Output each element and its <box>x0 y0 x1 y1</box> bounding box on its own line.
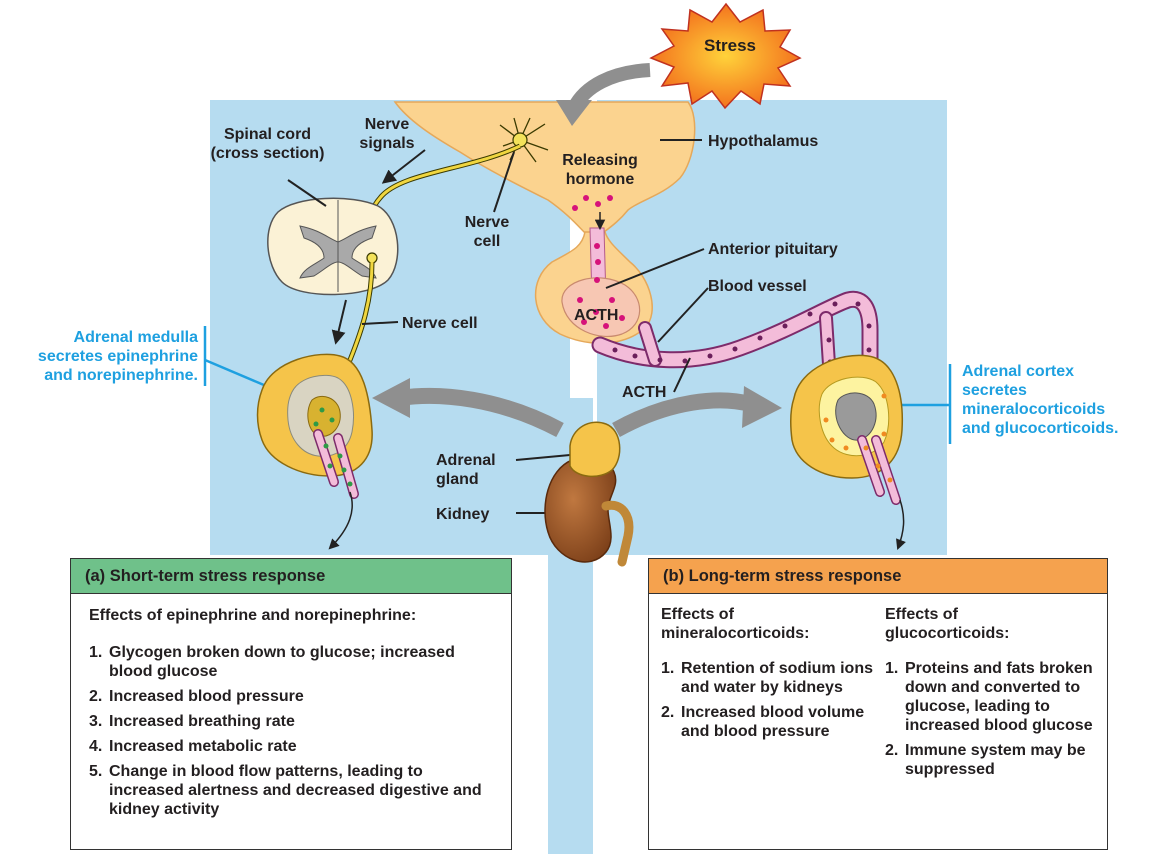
spinal-cord-label: Spinal cord (cross section) <box>210 126 325 162</box>
gluco-subtitle: Effects of glucocorticoids: <box>885 606 1010 642</box>
adrenal-medulla-callout: Adrenal medulla secretes epinephrine and… <box>37 329 198 384</box>
mineralocorticoid-column: Effects of mineralocorticoids: 1.Retenti… <box>661 605 875 747</box>
short-term-list: 1.Glycogen broken down to glucose; incre… <box>89 643 497 819</box>
ureter <box>601 500 634 567</box>
leader-lines <box>287 139 709 514</box>
kidney-shape <box>544 456 617 563</box>
list-item: 2.Increased blood volume and blood press… <box>661 704 865 740</box>
list-item: 5.Change in blood flow patterns, leading… <box>89 763 482 818</box>
short-term-box: (a) Short-term stress response Effects o… <box>70 558 512 850</box>
adrenal-left-medulla <box>307 396 341 437</box>
nerve-signals-label: Nerve signals <box>359 116 415 152</box>
list-item: 1.Proteins and fats broken down and conv… <box>885 660 1093 734</box>
arrow-to-left-gland <box>398 387 564 438</box>
acth-vessel-label: ACTH <box>622 384 667 401</box>
list-item: 1.Retention of sodium ions and water by … <box>661 660 873 696</box>
acth-dots-pituitary <box>572 195 625 329</box>
glucocorticoid-column: Effects of glucocorticoids: 1.Proteins a… <box>885 605 1097 785</box>
hypothalamus-label: Hypothalamus <box>708 133 819 150</box>
mineral-subtitle: Effects of mineralocorticoids: <box>661 606 810 642</box>
list-item: 3.Increased breathing rate <box>89 713 295 730</box>
adrenal-gland-label: Adrenal gland <box>436 452 496 488</box>
corticoid-dots <box>823 393 893 483</box>
arrow-to-right-gland <box>612 392 753 438</box>
releasing-hormone-label: Releasing hormone <box>562 152 638 188</box>
short-term-subtitle: Effects of epinephrine and norepinephrin… <box>89 607 417 624</box>
list-item: 1.Glycogen broken down to glucose; incre… <box>89 644 455 680</box>
list-item: 2.Increased blood pressure <box>89 688 304 705</box>
adrenal-cortex-callout: Adrenal cortex secretes mineralocorticoi… <box>962 363 1119 437</box>
epinephrine-dots <box>313 407 353 487</box>
acth-pituitary-label: ACTH <box>574 307 619 324</box>
nerve-cell-left-label: Nerve cell <box>402 315 478 332</box>
list-item: 4.Increased metabolic rate <box>89 738 297 755</box>
long-term-box: (b) Long-term stress response Effects of… <box>648 558 1108 850</box>
short-term-title: (a) Short-term stress response <box>71 559 511 594</box>
blood-vessel-label: Blood vessel <box>708 278 807 295</box>
list-item: 2.Immune system may be suppressed <box>885 742 1086 778</box>
stress-label: Stress <box>704 36 756 55</box>
kidney-label: Kidney <box>436 506 490 523</box>
anterior-pituitary-label: Anterior pituitary <box>708 241 838 258</box>
nerve-cell-top-label: Nerve cell <box>464 214 510 250</box>
stress-starburst <box>649 2 802 110</box>
adrenal-right-medulla <box>835 392 877 441</box>
long-term-title: (b) Long-term stress response <box>649 559 1107 594</box>
adrenal-gland-cap <box>569 421 621 478</box>
